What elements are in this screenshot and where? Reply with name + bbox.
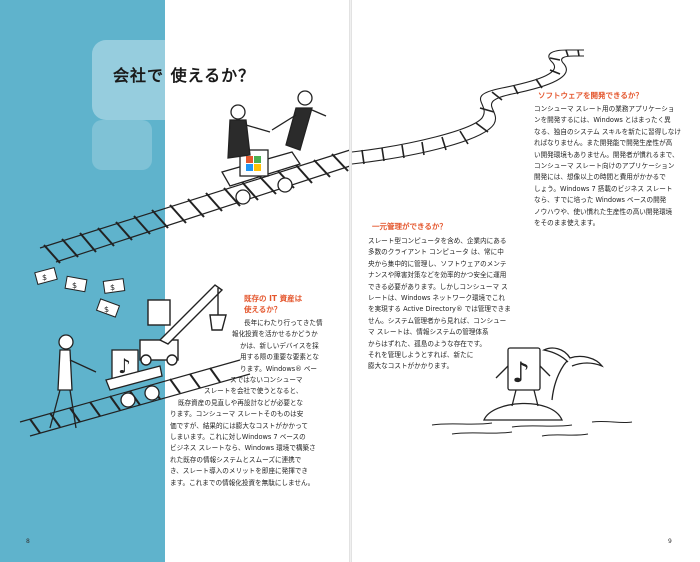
section-heading-software: ソフトウェアを開発できるか？ bbox=[538, 91, 643, 100]
page-gutter bbox=[349, 0, 352, 562]
right-page: ソフトウェアを開発できるか？ コンシューマ スレート用の業務アプリケーショ ンを… bbox=[351, 0, 700, 562]
body-line: き、スレート導入のメリットを即座に発揮でき bbox=[170, 467, 309, 476]
body-line: ナンスや障害対策などを効率的かつ安全に運用 bbox=[368, 271, 507, 280]
island-with-music-device-illustration: ♪ bbox=[431, 347, 633, 437]
body-line: 価ですが、結果的には膨大なコストがかかって bbox=[170, 421, 309, 430]
body-line: マ スレートは、情報システムの管理体系 bbox=[368, 328, 489, 337]
svg-text:$: $ bbox=[72, 281, 77, 290]
body-line: ります。コンシューマ スレートそのものは安 bbox=[170, 410, 304, 419]
body-line: ンを開発するには、Windows とはまったく異 bbox=[534, 116, 671, 125]
svg-text:♪: ♪ bbox=[118, 354, 131, 378]
body-line: をそのまま使えます。 bbox=[534, 219, 600, 228]
body-line: かは、新しいデバイスを採 bbox=[240, 341, 319, 350]
section-body-it-assets: 長年にわたり行ってきた情 報化投資を活かせるかどうか かは、新しいデバイスを採 … bbox=[0, 318, 350, 489]
body-line: スではないコンシューマ bbox=[230, 376, 303, 385]
body-line: 央から集中的に管理し、ソフトウェアのメンテ bbox=[368, 259, 507, 268]
crane-and-music-handcar-illustration: $ $ $ $ bbox=[19, 267, 251, 437]
body-line: それを管理しようとすれば、新たに bbox=[368, 351, 474, 360]
body-line: い開発環境もありません。開発者が慣れるまで、 bbox=[534, 150, 679, 159]
left-page: 会社で 使えるか？ bbox=[0, 0, 351, 562]
body-line: 長年にわたり行ってきた情 bbox=[244, 319, 323, 327]
body-line: スレート型コンピュータを含め、企業内にある bbox=[368, 237, 507, 245]
body-line: しまいます。これに対しWindows 7 ベースの bbox=[170, 433, 306, 442]
body-line: ます。これまでの情報化投資を無駄にしません。 bbox=[170, 478, 315, 487]
section-body-management: スレート型コンピュータを含め、企業内にある 多数のクライアント コンピュータ は… bbox=[368, 236, 511, 373]
body-line: を実現する Active Directory® では管理できま bbox=[368, 305, 511, 314]
body-line: なら、すでに培った Windows ベースの開発 bbox=[534, 196, 667, 205]
body-line: スレートを会社で使うとなると、 bbox=[204, 387, 303, 396]
section-heading-it-assets: 既存の IT 資産は 使えるか？ bbox=[244, 294, 303, 314]
page-number: 8 bbox=[26, 538, 30, 545]
svg-text:$: $ bbox=[104, 305, 109, 314]
body-line: なる、独自のシステム スキルを新たに習得しなけ bbox=[534, 127, 681, 136]
body-line: できる必要があります。しかしコンシューマ ス bbox=[368, 282, 508, 291]
svg-text:$: $ bbox=[110, 283, 115, 292]
body-line: からはずれた、孤島のような存在です。 bbox=[368, 339, 487, 348]
body-line: ります。Windows® ベー bbox=[240, 364, 318, 373]
body-line: 用する際の重要な要素とな bbox=[240, 353, 319, 362]
body-line: 膨大なコストがかかります。 bbox=[368, 362, 454, 371]
body-line: れた既存の情報システムとスムーズに連携で bbox=[170, 455, 302, 464]
page-title: 会社で 使えるか？ bbox=[113, 66, 256, 85]
decorative-square bbox=[92, 40, 187, 120]
body-line: ビジネス スレートなら、Windows 環境で構築さ bbox=[170, 444, 316, 453]
page-number: 9 bbox=[668, 538, 672, 545]
body-line: ればなりません。また開発能で開発生産性が高 bbox=[534, 139, 673, 148]
handcar-with-windows-logo-illustration bbox=[39, 90, 351, 264]
svg-text:♪: ♪ bbox=[512, 356, 530, 389]
section-heading-management: 一元管理ができるか？ bbox=[372, 222, 447, 231]
body-line: 報化投資を活かせるかどうか bbox=[232, 330, 318, 339]
body-line: しょう。Windows 7 搭載のビジネス スレート bbox=[534, 184, 673, 193]
winding-railroad-track-illustration bbox=[351, 49, 584, 165]
body-line: 既存資産の見直しや再設計などが必要とな bbox=[178, 398, 304, 407]
section-body-software: コンシューマ スレート用の業務アプリケーショ ンを開発するには、Windows … bbox=[534, 104, 681, 229]
body-line: ノウハウや、使い慣れた生産性の高い開発環境 bbox=[534, 207, 673, 216]
body-line: せん。システム管理者から見れば、コンシュー bbox=[368, 316, 507, 325]
decorative-square bbox=[92, 120, 152, 170]
body-line: 多数のクライアント コンピュータ は、常に中 bbox=[368, 248, 504, 257]
svg-text:$: $ bbox=[42, 273, 47, 282]
body-line: コンシューマ スレート用の業務アプリケーショ bbox=[534, 105, 675, 113]
body-line: レートは、Windows ネットワーク環境でこれ bbox=[368, 294, 506, 303]
body-line: 開発には、想像以上の時間と費用がかかるで bbox=[534, 173, 666, 182]
body-line: コンシューマ スレート向けのアプリケーション bbox=[534, 162, 675, 171]
